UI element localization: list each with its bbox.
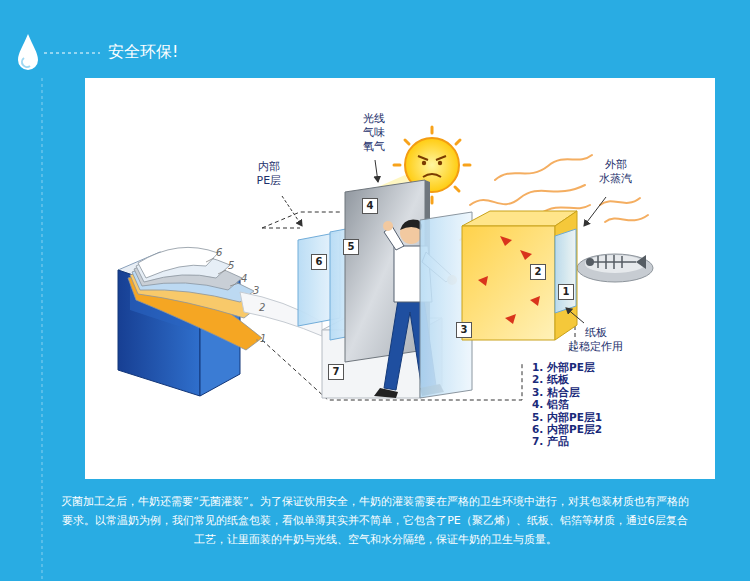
man-part <box>383 221 393 231</box>
page-title: 安全环保! <box>108 42 178 62</box>
leader-lines-part <box>230 283 239 286</box>
carton-layers-part <box>138 247 218 278</box>
fish-plate-part <box>586 258 594 266</box>
leader-lines-part <box>206 258 214 262</box>
layer-number: 6 <box>216 247 222 259</box>
callout-arrows <box>282 160 606 323</box>
header-part <box>44 53 100 54</box>
man-part <box>374 388 398 398</box>
layer-number: 4 <box>241 273 247 285</box>
callout-number: 4 <box>362 198 378 214</box>
layer-list-item: 1. 外部PE层 <box>532 361 595 373</box>
callout-label: 纸板 起稳定作用 <box>566 326 625 354</box>
layer-number: 3 <box>253 285 259 297</box>
outer-panes-part <box>555 211 577 340</box>
leader-lines-part <box>218 270 226 274</box>
steam-part <box>470 185 585 205</box>
callout-number: 2 <box>530 264 546 280</box>
steam-part <box>605 215 648 222</box>
dashed-outline-part <box>262 212 340 228</box>
layer-number: 1 <box>260 333 266 345</box>
layer-list-item: 2. 纸板 <box>532 373 569 385</box>
sun-part-part <box>394 164 400 167</box>
leader-lines-part <box>256 340 258 341</box>
sun-part-part <box>405 140 409 144</box>
sun-part <box>422 161 426 165</box>
dashed-outline-part <box>262 228 300 229</box>
steam-part <box>600 198 640 205</box>
callout-label: 外部 水蒸汽 <box>597 158 634 186</box>
callout-number: 7 <box>328 364 344 380</box>
callout-label: 光线 气味 氧气 <box>361 112 386 153</box>
layer-number: 2 <box>259 302 265 314</box>
sun-part <box>418 156 446 160</box>
sun-part-part <box>431 127 434 133</box>
layer-list-item: 3. 粘合层 <box>532 386 580 398</box>
callout-number: 1 <box>558 284 574 300</box>
layer-list-item: 4. 铝箔 <box>532 398 569 410</box>
sun-part-part <box>456 140 460 144</box>
callout-number: 5 <box>343 239 359 255</box>
outer-panes-part <box>462 226 555 340</box>
sun-part-part <box>431 197 434 203</box>
header-part <box>22 58 30 67</box>
bacteria-part <box>478 276 488 286</box>
caption-text: 灭菌加工之后，牛奶还需要“无菌灌装”。为了保证饮用安全，牛奶的灌装需要在严格的卫… <box>60 492 690 549</box>
bacteria-part <box>530 296 540 306</box>
white-panel <box>85 78 715 479</box>
layer-number: 5 <box>228 260 234 272</box>
callout-arrows-part <box>584 197 606 226</box>
layer-list-item: 5. 内部PE层1 <box>532 411 602 423</box>
fish-plate-part <box>636 255 646 269</box>
callout-label: 内部 PE层 <box>249 160 289 188</box>
sun-part-part <box>455 187 459 191</box>
outer-panes-part <box>555 229 576 313</box>
steam-part <box>495 155 592 180</box>
man-part <box>400 219 422 230</box>
dashed-outline <box>262 212 575 400</box>
header-part <box>18 34 38 70</box>
sun-part <box>438 161 442 165</box>
fish-plate-part <box>592 255 636 269</box>
callout-arrows-part <box>282 196 302 226</box>
callout-number: 6 <box>311 254 327 270</box>
bacteria-part <box>520 250 532 260</box>
callout-number: 3 <box>456 322 472 338</box>
bacteria <box>478 236 540 324</box>
fish-plate-part <box>577 254 653 282</box>
sun-part-part <box>464 164 470 167</box>
layer-list-item: 7. 产品 <box>532 435 569 447</box>
callout-arrows-part <box>375 160 378 182</box>
callout-arrows-part <box>566 308 584 323</box>
fish-plate <box>577 254 653 282</box>
sun-part <box>423 174 441 177</box>
header-part <box>42 78 43 581</box>
bacteria-part <box>505 314 516 324</box>
layer-list-item: 6. 内部PE层2 <box>532 423 602 435</box>
bacteria-part <box>500 236 512 246</box>
fish-plate-part <box>585 255 645 273</box>
